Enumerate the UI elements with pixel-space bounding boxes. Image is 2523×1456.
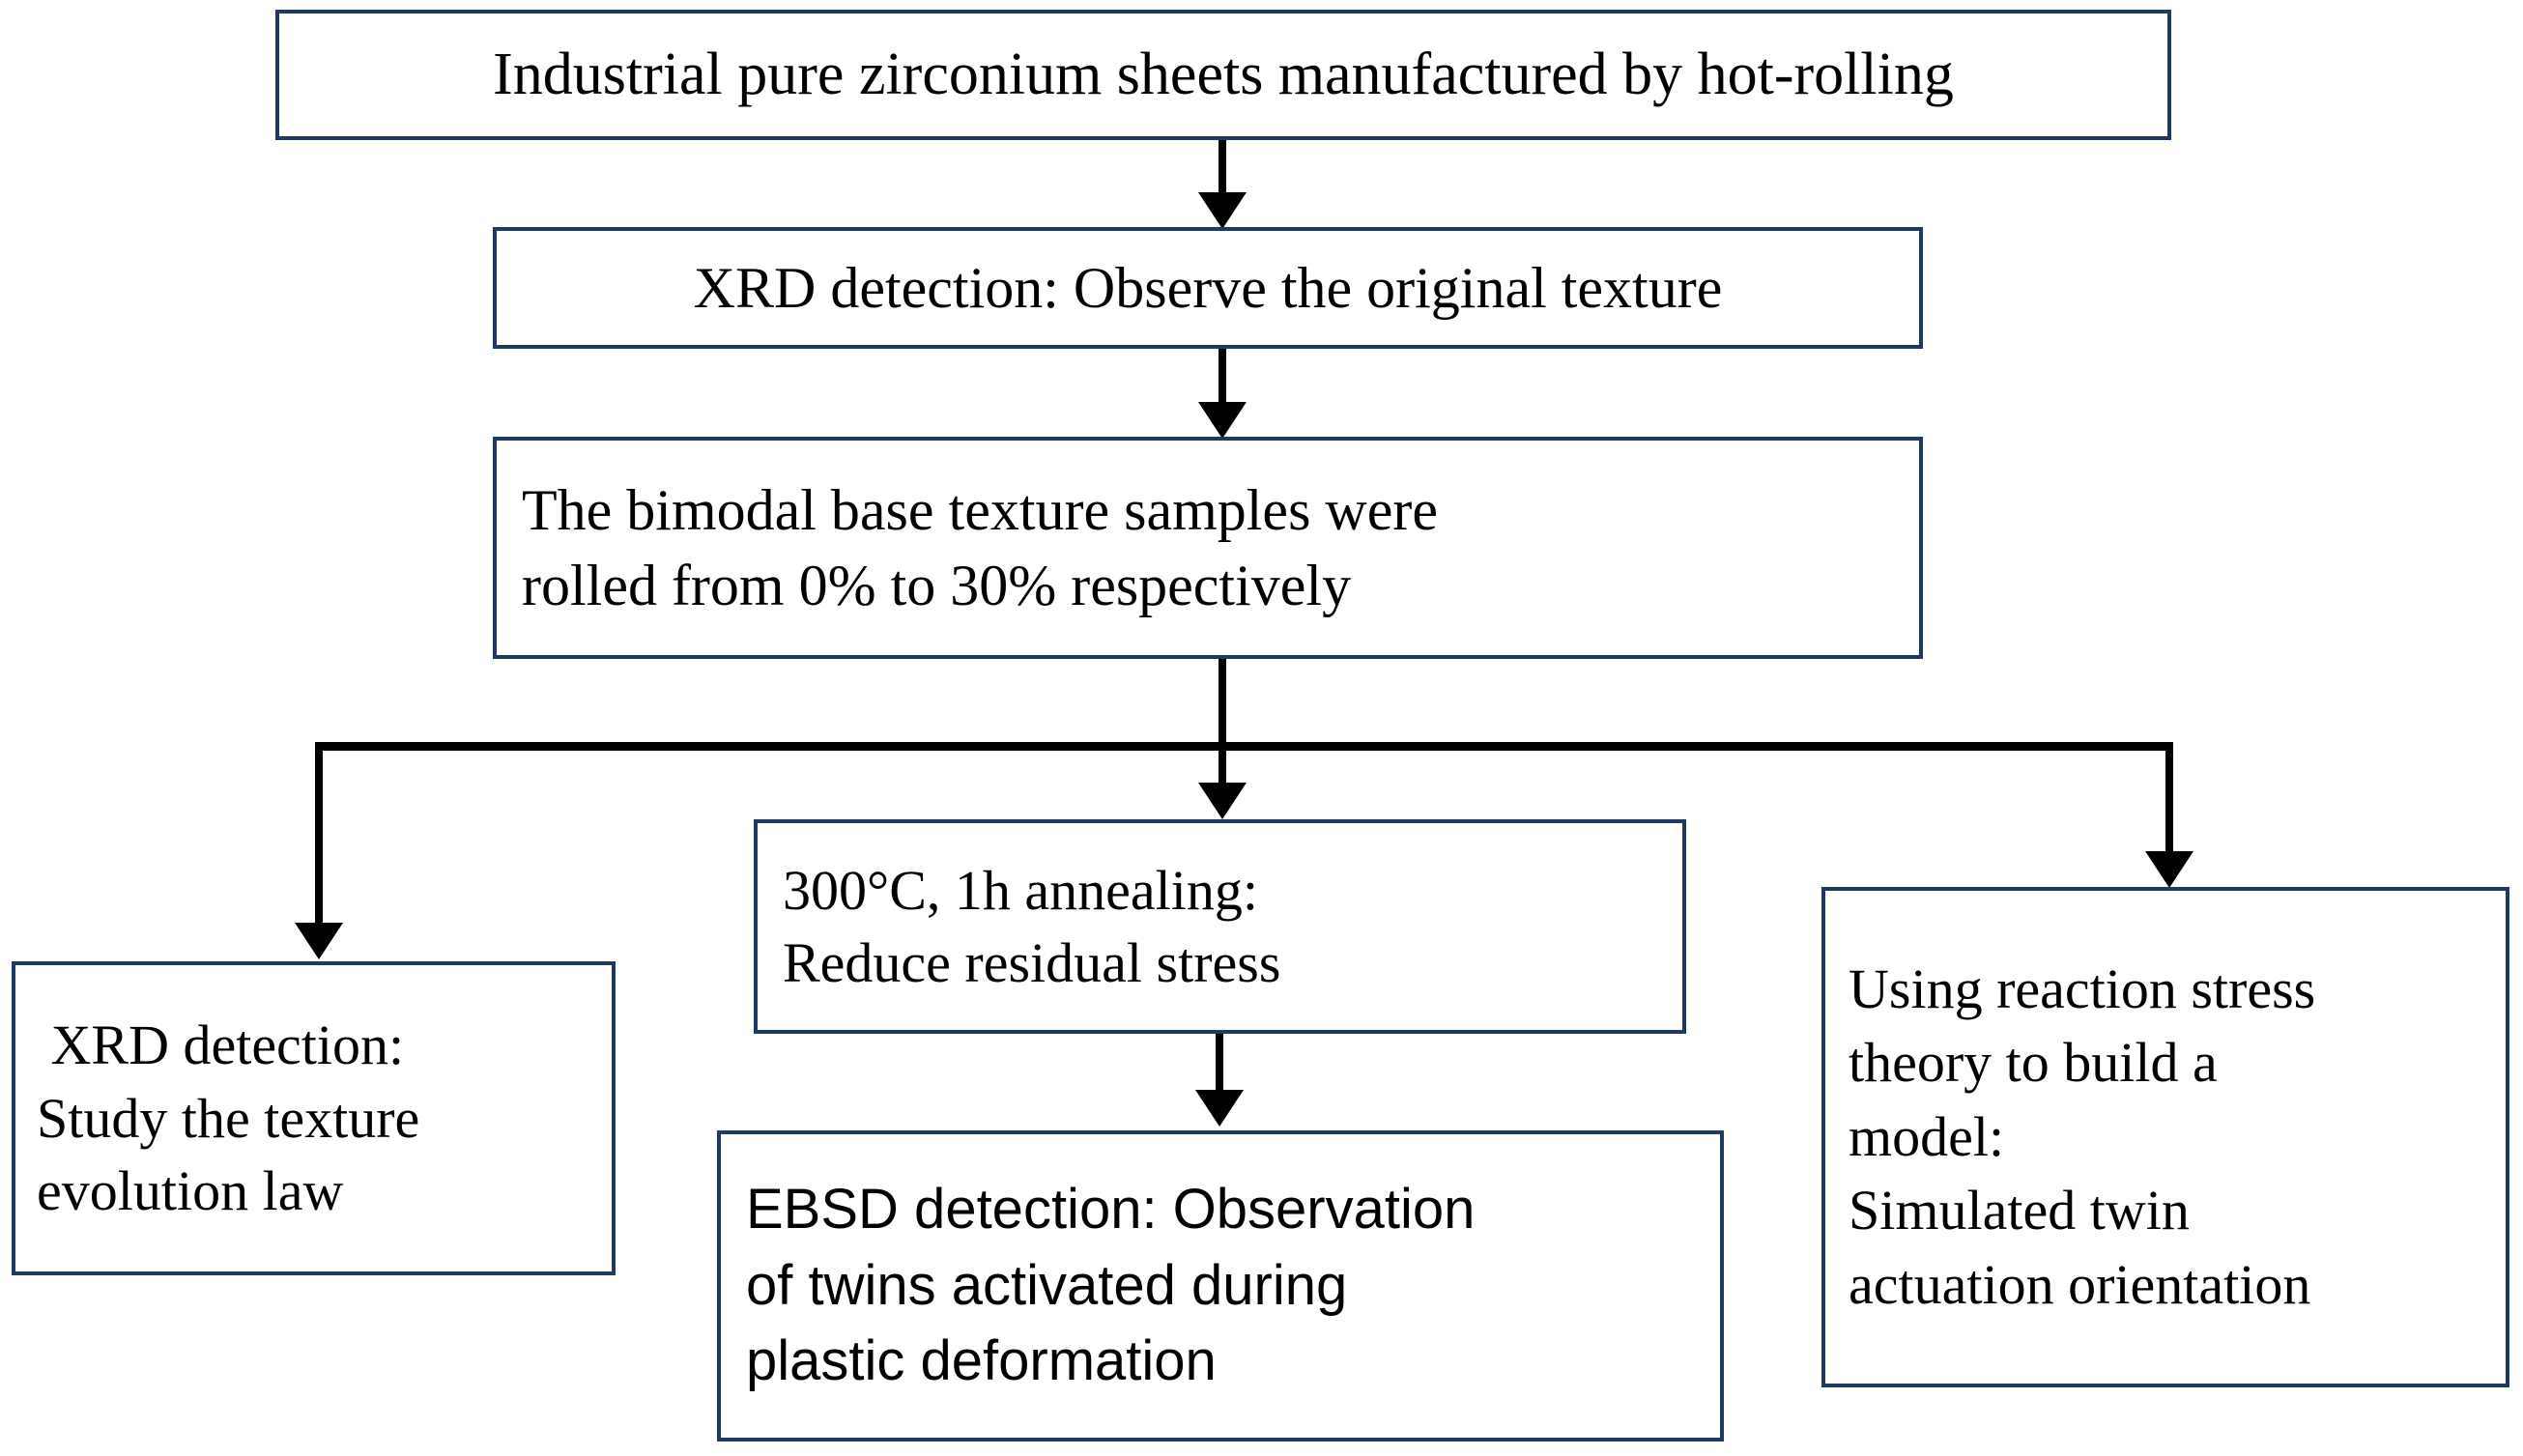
connector-branch-center xyxy=(1218,742,1226,785)
arrowhead-xrd-initial-to-rolling xyxy=(1198,402,1247,439)
node-xrd-study[interactable]: XRD detection: Study the texture evoluti… xyxy=(12,961,616,1275)
connector-branch-right xyxy=(2165,742,2173,856)
node-anneal-line-1: 300°C, 1h annealing: xyxy=(783,858,1258,922)
node-source-line-1: Industrial pure zirconium sheets manufac… xyxy=(493,42,1954,108)
node-rolling[interactable]: The bimodal base texture samples were ro… xyxy=(493,437,1923,659)
node-xrd-study-line-3: evolution law xyxy=(37,1159,344,1223)
node-anneal[interactable]: 300°C, 1h annealing: Reduce residual str… xyxy=(754,819,1686,1034)
node-ebsd-line-3: plastic deformation xyxy=(746,1329,1217,1393)
connector-xrd-initial-to-rolling xyxy=(1218,349,1226,405)
node-model-line-2: theory to build a xyxy=(1849,1031,2218,1095)
node-rolling-line-2: rolled from 0% to 30% respectively xyxy=(522,554,1352,617)
node-xrd-initial[interactable]: XRD detection: Observe the original text… xyxy=(493,227,1923,349)
node-rolling-line-1: The bimodal base texture samples were xyxy=(522,478,1438,542)
connector-source-to-xrd-initial xyxy=(1218,140,1226,202)
node-model-line-5: actuation orientation xyxy=(1849,1252,2311,1316)
node-ebsd-line-2: of twins activated during xyxy=(746,1253,1348,1317)
node-ebsd-line-1: EBSD detection: Observation xyxy=(746,1177,1476,1241)
connector-rolling-stem xyxy=(1218,659,1226,751)
arrowhead-branch-center xyxy=(1198,783,1247,819)
connector-branch-bar xyxy=(315,742,2173,751)
node-xrd-study-line-1: XRD detection: xyxy=(37,1013,405,1077)
node-ebsd[interactable]: EBSD detection: Observation of twins act… xyxy=(717,1130,1724,1442)
node-source[interactable]: Industrial pure zirconium sheets manufac… xyxy=(275,10,2171,140)
node-xrd-initial-line-1: XRD detection: Observe the original text… xyxy=(693,256,1723,320)
node-model-line-1: Using reaction stress xyxy=(1849,956,2316,1020)
node-model-line-3: model: xyxy=(1849,1104,2005,1168)
node-model[interactable]: Using reaction stress theory to build a … xyxy=(1821,887,2509,1387)
arrowhead-source-to-xrd-initial xyxy=(1198,192,1247,229)
arrowhead-branch-right xyxy=(2145,851,2193,888)
arrowhead-branch-left xyxy=(295,923,343,959)
node-anneal-line-2: Reduce residual stress xyxy=(783,931,1281,994)
node-model-line-4: Simulated twin xyxy=(1849,1179,2190,1242)
node-xrd-study-line-2: Study the texture xyxy=(37,1086,420,1150)
connector-branch-left xyxy=(315,742,323,928)
connector-anneal-to-ebsd xyxy=(1216,1034,1223,1095)
arrowhead-anneal-to-ebsd xyxy=(1195,1090,1244,1127)
